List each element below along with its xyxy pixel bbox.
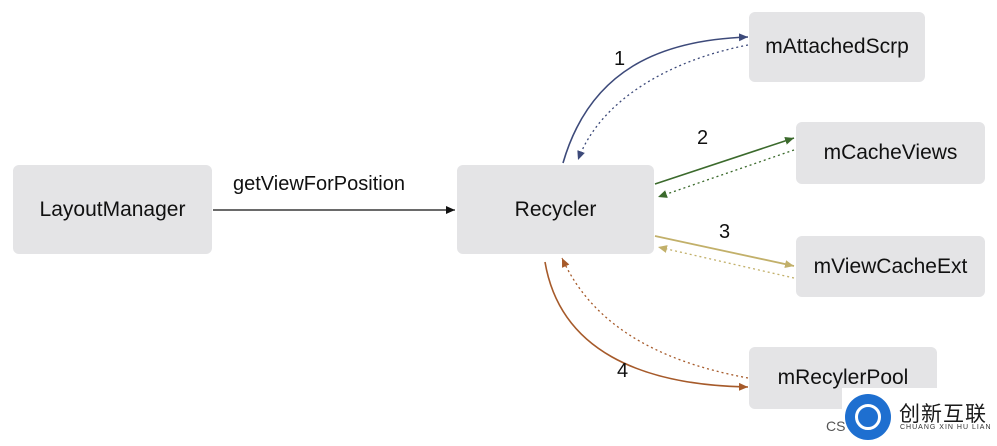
step-3-label: 3 — [719, 221, 731, 243]
recycler-node: Recycler — [457, 165, 654, 254]
view-cache-ext-node: mViewCacheExt — [796, 236, 985, 297]
arrow-step3-back — [657, 245, 795, 279]
step-2-label: 2 — [697, 127, 709, 149]
arrow-step1-back — [577, 44, 749, 161]
arrow-step4-out — [544, 261, 749, 391]
step-4-label: 4 — [617, 360, 629, 382]
watermark-logo-icon — [845, 394, 891, 440]
watermark-subtext: CHUANG XIN HU LIAN — [900, 424, 992, 431]
step-1-label: 1 — [614, 48, 626, 70]
arrow-step2-out — [654, 137, 795, 185]
getviewforposition-label: getViewForPosition — [233, 173, 405, 195]
layoutmanager-node: LayoutManager — [13, 165, 212, 254]
cache-views-node: mCacheViews — [796, 122, 985, 184]
arrow-step1-out — [562, 33, 749, 164]
watermark-text: 创新互联 — [899, 402, 987, 426]
arrow-step3-out — [654, 235, 795, 269]
watermark-prefix: CS — [826, 418, 846, 434]
arrow-step4-back — [561, 257, 749, 379]
arrow-step2-back — [657, 149, 795, 198]
attached-scrap-node: mAttachedScrp — [749, 12, 925, 82]
